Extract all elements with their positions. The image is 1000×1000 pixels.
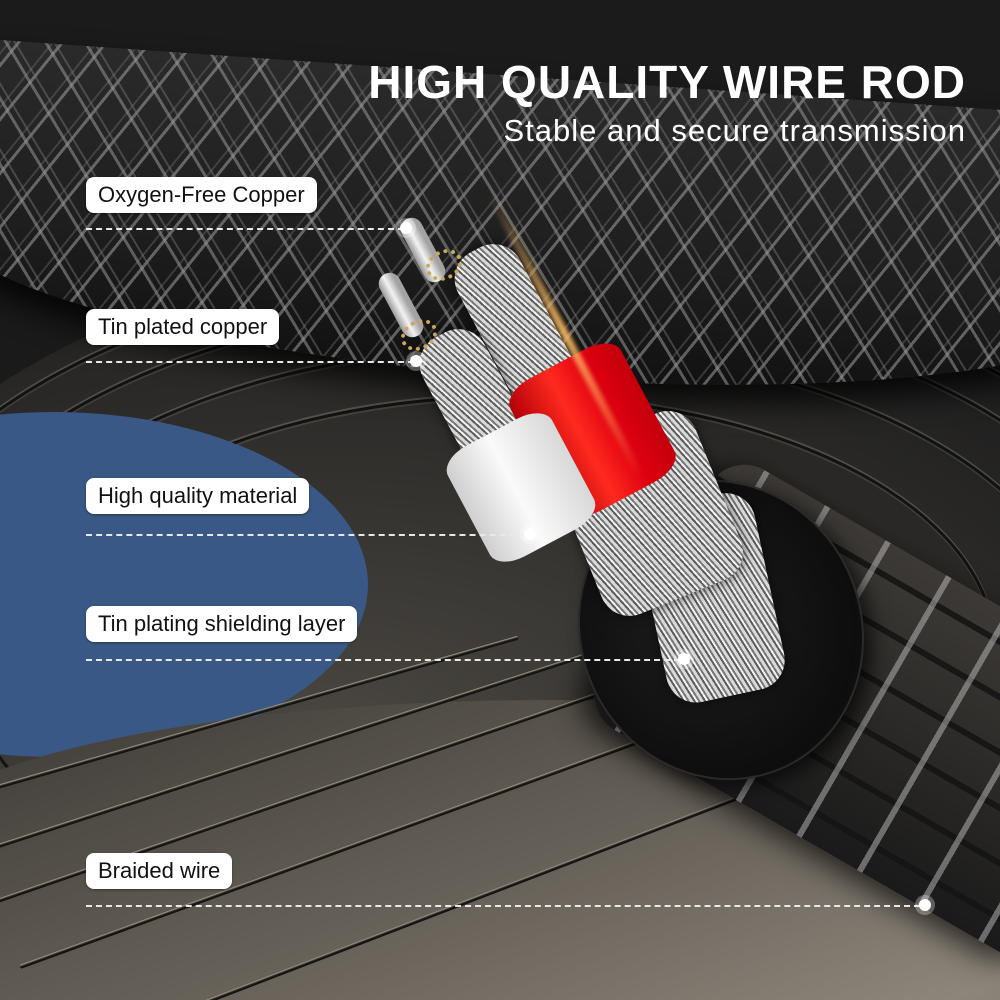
callout-leader-line xyxy=(86,228,404,230)
callout-label-oxygen-free-copper: Oxygen-Free Copper xyxy=(86,177,317,213)
headline-subtitle: Stable and secure transmission xyxy=(503,113,966,148)
headline-title: HIGH QUALITY WIRE ROD xyxy=(368,56,966,108)
callout-label-high-quality-material: High quality material xyxy=(86,478,310,514)
callout-leader-line xyxy=(86,659,680,661)
callout-dot-icon xyxy=(410,355,422,367)
callout-dot-icon xyxy=(919,899,931,911)
callout-dot-icon xyxy=(400,222,412,234)
callout-dot-icon xyxy=(524,528,536,540)
callout-label-tin-plating-shielding-layer: Tin plating shielding layer xyxy=(86,606,358,642)
callout-dot-icon xyxy=(678,653,690,665)
callout-leader-line xyxy=(86,534,526,536)
callout-leader-line xyxy=(86,361,414,363)
callout-leader-line xyxy=(86,905,920,907)
callout-label-braided-wire: Braided wire xyxy=(86,853,233,889)
callout-label-tin-plated-copper: Tin plated copper xyxy=(86,309,280,345)
